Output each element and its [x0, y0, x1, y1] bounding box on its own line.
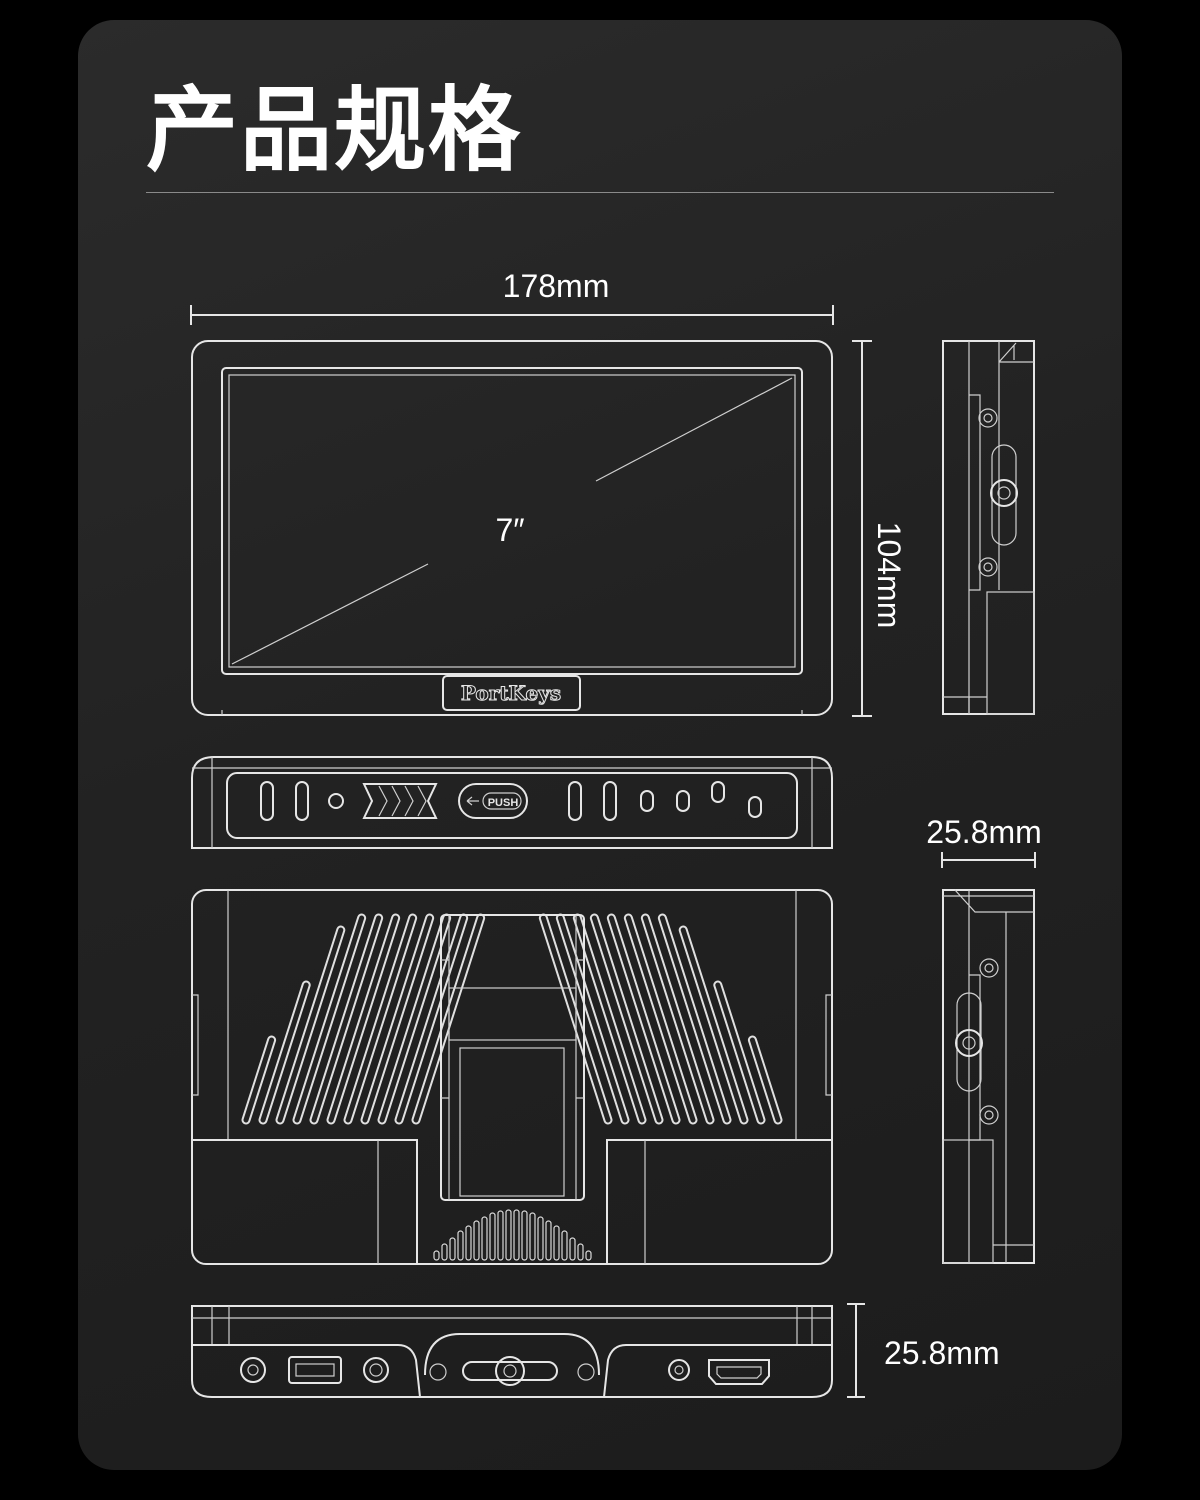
push-label: PUSH: [488, 797, 519, 809]
depth-dimension-bottom: 25.8mm: [847, 1303, 1000, 1398]
vent-slots-right: [538, 913, 783, 1125]
title-divider: [146, 192, 1054, 193]
depth-dimension-side: 25.8mm: [926, 814, 1042, 868]
cooling-fins: [433, 1209, 592, 1261]
height-dimension: 104mm: [852, 340, 907, 717]
width-label: 178mm: [503, 268, 610, 304]
width-dimension: 178mm: [190, 268, 834, 325]
scroll-wheel: [362, 783, 438, 819]
bottom-view: [191, 1305, 833, 1398]
height-label: 104mm: [871, 522, 907, 629]
brand-logo: PortKeys: [461, 681, 561, 705]
battery-blocks: [192, 1139, 832, 1264]
logo-plate: [442, 675, 581, 711]
page-title: 产品规格: [146, 77, 523, 184]
push-button: PUSH: [458, 783, 528, 819]
front-view: 7″ PortKeys: [191, 340, 833, 716]
depth-bottom-label: 25.8mm: [884, 1335, 1000, 1371]
side-view-left: [942, 889, 1035, 1264]
battery-mount: [440, 914, 585, 1201]
screen-size-label: 7″: [495, 512, 524, 548]
top-view: PUSH: [191, 756, 833, 849]
side-view-right: [942, 340, 1035, 715]
spec-card: [78, 20, 1122, 1470]
depth-side-label: 25.8mm: [926, 814, 1042, 850]
rear-view: [191, 889, 833, 1265]
vent-slots-left: [241, 913, 486, 1125]
